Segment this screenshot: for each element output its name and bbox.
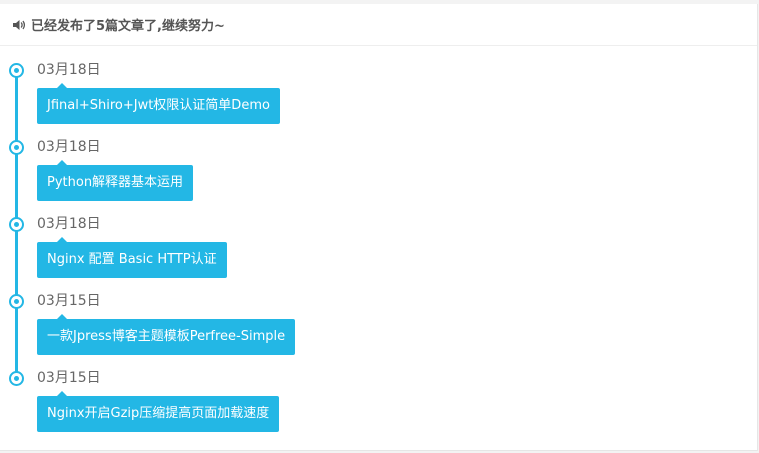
header-text: 已经发布了5篇文章了,继续努力~ xyxy=(31,19,225,34)
timeline: 03月18日 Jfinal+Shiro+Jwt权限认证简单Demo 03月18日… xyxy=(0,46,757,449)
timeline-date: 03月18日 xyxy=(37,62,101,78)
article-link[interactable]: Nginx开启Gzip压缩提高页面加载速度 xyxy=(37,391,280,432)
timeline-date: 03月18日 xyxy=(37,216,101,232)
article-timeline-panel: 已经发布了5篇文章了,继续努力~ 03月18日 Jfinal+Shiro+Jwt… xyxy=(0,4,758,451)
timeline-dot-icon xyxy=(9,294,24,309)
article-link[interactable]: Jfinal+Shiro+Jwt权限认证简单Demo xyxy=(37,83,280,124)
article-link[interactable]: 一款Jpress博客主题模板Perfree-Simple xyxy=(37,314,296,355)
timeline-dot-icon xyxy=(9,371,24,386)
timeline-dot-icon xyxy=(9,217,24,232)
timeline-date: 03月15日 xyxy=(37,293,101,309)
speaker-icon xyxy=(13,19,26,30)
timeline-date: 03月15日 xyxy=(37,370,101,386)
panel-header: 已经发布了5篇文章了,继续努力~ xyxy=(0,4,757,46)
article-link[interactable]: Python解释器基本运用 xyxy=(37,160,194,201)
timeline-dot-icon xyxy=(9,140,24,155)
timeline-dot-icon xyxy=(9,63,24,78)
article-link[interactable]: Nginx 配置 Basic HTTP认证 xyxy=(37,237,227,278)
timeline-date: 03月18日 xyxy=(37,139,101,155)
